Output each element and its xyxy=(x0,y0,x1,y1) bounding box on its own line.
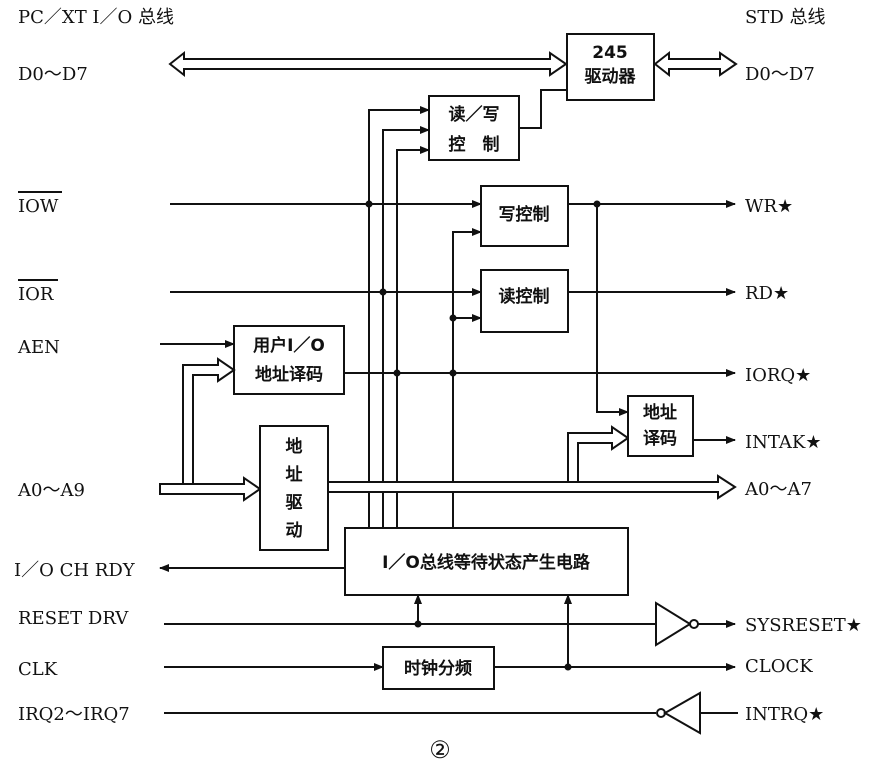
address-bus-a0-a7 xyxy=(327,474,737,500)
label-aen: AEN xyxy=(17,337,60,358)
block-address-decode-label-2: 译码 xyxy=(643,429,677,449)
block-address-driver-char-2: 址 xyxy=(286,465,303,485)
wire-rw-to-245 xyxy=(519,89,567,129)
right-bus-title: STD 总线 xyxy=(745,7,826,28)
block-wait-state-generator-label: I／O总线等待状态产生电路 xyxy=(382,552,591,573)
data-bus-arrow-right xyxy=(653,50,738,78)
label-intrq: INTRQ★ xyxy=(745,704,824,725)
label-rd: RD★ xyxy=(745,283,789,304)
block-rw-control-label-2: 控 制 xyxy=(449,134,500,155)
wire-write-ctrl-in2 xyxy=(452,228,482,546)
label-ior: IOR xyxy=(18,284,54,305)
block-wait-state-generator xyxy=(344,527,629,596)
block-rw-control-label-1: 读／写 xyxy=(449,104,500,125)
label-d0-d7-left: D0～D7 xyxy=(18,64,88,85)
label-reset-drv: RESET DRV xyxy=(18,608,129,629)
block-245-driver-label-1: 245 xyxy=(592,43,628,63)
junction-iorq-1 xyxy=(393,369,401,377)
label-intak: INTAK★ xyxy=(745,432,821,453)
block-write-control-label: 写控制 xyxy=(499,204,550,225)
block-user-io-decode-label-1: 用户I／O xyxy=(253,335,325,356)
data-bus-arrow-left xyxy=(168,50,568,78)
label-iow: IOW xyxy=(18,196,59,217)
figure-number: ② xyxy=(429,736,451,764)
block-address-driver-char-4: 动 xyxy=(286,521,303,541)
label-wr: WR★ xyxy=(745,196,793,217)
block-user-io-decode-label-2: 地址译码 xyxy=(255,364,323,385)
label-clk: CLK xyxy=(18,659,58,680)
block-address-decode xyxy=(627,395,694,457)
block-clock-divider xyxy=(382,646,495,690)
block-read-control xyxy=(480,269,569,333)
buffer-reset-bubble xyxy=(689,619,699,629)
label-irq: IRQ2～IRQ7 xyxy=(18,704,130,725)
block-rw-control xyxy=(428,95,520,161)
label-d0-d7-right: D0～D7 xyxy=(745,64,815,85)
label-clock: CLOCK xyxy=(745,656,813,677)
label-io-ch-rdy: I／O CH RDY xyxy=(14,560,136,581)
buffer-irq xyxy=(662,691,701,735)
block-read-control-label: 读控制 xyxy=(499,286,550,307)
address-bus-to-user-decode xyxy=(182,357,236,485)
block-clock-divider-label: 时钟分频 xyxy=(404,658,472,679)
wire-rw-in-3 xyxy=(396,146,430,546)
junction-iorq-2 xyxy=(449,369,457,377)
buffer-reset xyxy=(655,601,692,647)
wire-wr-to-addr-dec xyxy=(596,204,629,416)
block-address-driver-char-1: 地 xyxy=(286,436,303,457)
label-sysreset: SYSRESET★ xyxy=(745,615,862,636)
label-a0-a9: A0～A9 xyxy=(17,480,85,501)
wire-rw-in-1 xyxy=(368,106,430,546)
block-address-driver-char-3: 驱 xyxy=(286,493,303,513)
wire-rw-in-2 xyxy=(382,126,430,546)
block-address-decode-label-1: 地址 xyxy=(643,402,677,423)
label-a0-a7: A0～A7 xyxy=(744,479,812,500)
block-245-driver xyxy=(566,33,655,101)
junction-read-ctrl xyxy=(449,314,457,322)
address-bus-a0-a9 xyxy=(159,476,262,502)
junction-iow xyxy=(365,200,373,208)
block-user-io-decode xyxy=(233,325,345,395)
junction-ior xyxy=(379,288,387,296)
label-iorq: IORQ★ xyxy=(745,365,811,386)
address-bus-to-addr-decode xyxy=(567,425,630,483)
block-245-driver-label-2: 驱动器 xyxy=(585,67,637,87)
block-write-control xyxy=(480,185,569,247)
left-bus-title: PC／XT I／O 总线 xyxy=(18,7,174,28)
